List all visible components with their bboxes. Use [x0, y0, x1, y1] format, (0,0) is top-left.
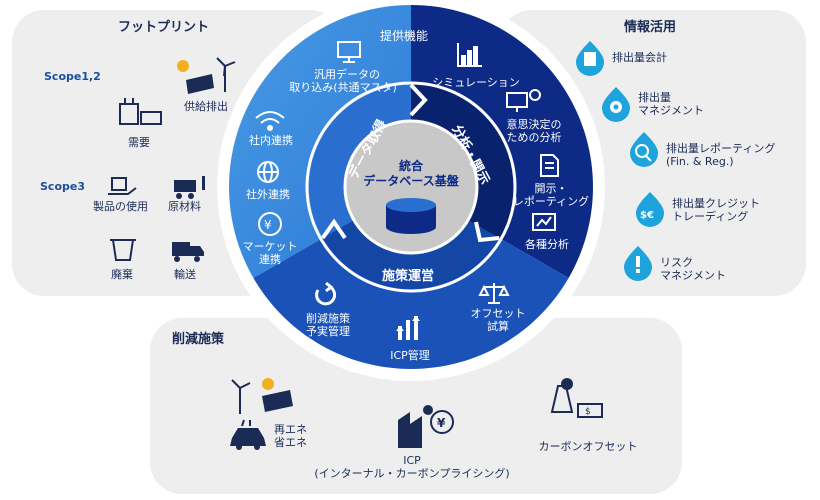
- ring-label-manage: 施策運営: [382, 268, 434, 284]
- icp-bars-icon: [396, 316, 420, 340]
- cycle-arrow-left: [321, 218, 347, 240]
- general-data-1: 汎用データの: [314, 68, 380, 81]
- center-label-1: 統合: [398, 159, 423, 173]
- wind-solar-icon: [231, 378, 293, 414]
- carbon-offset-label: カーボンオフセット: [538, 440, 638, 453]
- plant-money-icon: $: [550, 378, 603, 418]
- wind-turbine-icon: [216, 57, 236, 92]
- info-item-management-1: 排出量: [638, 91, 671, 104]
- trash-icon: [110, 239, 136, 261]
- ev-car-icon: [230, 419, 266, 450]
- gear-icon: [602, 87, 630, 122]
- market-link-1: マーケット: [242, 240, 298, 253]
- info-item-reporting-1: 排出量レポーティング: [666, 142, 776, 155]
- cycle-arrow-top: [409, 83, 428, 117]
- icp-manage-label: ICP管理: [390, 349, 430, 362]
- decision-label-2: ための分析: [506, 131, 562, 144]
- globe-icon: [257, 161, 279, 183]
- info-item-risk-2: マネジメント: [660, 269, 726, 282]
- currency-exchange-icon: $€: [636, 192, 664, 227]
- decision-label-1: 意思決定の: [506, 118, 562, 131]
- cart-icon: [174, 176, 205, 199]
- scope3-label: Scope3: [40, 180, 85, 193]
- truck-icon: [172, 242, 204, 262]
- disposal-label: 廃棄: [111, 268, 133, 281]
- info-item-credit-1: 排出量クレジット: [672, 197, 760, 210]
- center-label-2: データベース基盤: [363, 174, 459, 188]
- info-item-risk-1: リスク: [660, 256, 693, 269]
- factory-building-icon: [119, 98, 162, 125]
- document-icon: [540, 154, 559, 177]
- wheel-top-label: 提供機能: [380, 29, 429, 43]
- wifi-icon: [255, 111, 285, 131]
- info-item-management-2: マネジメント: [638, 104, 704, 117]
- offset-calc-1: オフセット: [470, 307, 526, 320]
- box-hand-icon: [108, 177, 137, 195]
- plan-label-1: 削減施策: [306, 312, 350, 325]
- info-item-credit-2: トレーディング: [672, 210, 749, 223]
- info-item-accounting: 排出量会計: [612, 51, 667, 64]
- factory-yen-icon: ¥: [398, 405, 454, 448]
- refresh-icon: [315, 281, 337, 306]
- footprint-title: フットプリント: [118, 20, 210, 35]
- magnifier-chart-icon: [630, 132, 658, 167]
- yen-cycle-icon: ¥: [258, 212, 282, 236]
- svg-text:$: $: [585, 407, 591, 417]
- transport-label: 輸送: [174, 268, 196, 281]
- info-item-reporting-2: (Fin. & Reg.): [666, 155, 734, 168]
- scale-icon: [478, 283, 510, 304]
- analysis-icon: [532, 213, 556, 231]
- reduction-panel: [150, 318, 682, 494]
- demand-label: 需要: [128, 136, 150, 149]
- external-link-label: 社外連携: [246, 188, 290, 201]
- renewable-label-2: 省エネ: [274, 436, 307, 449]
- internal-link-label: 社内連携: [249, 134, 293, 147]
- icp-label-2: (インターナル・カーボンプライシング): [314, 467, 510, 480]
- inner-ring-border: [305, 81, 517, 293]
- plan-label-2: 予実管理: [306, 325, 350, 338]
- simulation-label: シミュレーション: [432, 76, 520, 89]
- monitor-icon: [337, 41, 361, 63]
- cycle-arrow-right: [474, 221, 500, 243]
- svg-text:¥: ¥: [264, 218, 272, 232]
- offset-calc-2: 試算: [487, 320, 509, 333]
- info-title: 情報活用: [624, 20, 677, 35]
- analysis-label: 各種分析: [525, 238, 569, 251]
- supply-label: 供給排出: [184, 100, 228, 113]
- general-data-2: 取り込み(共通マスタ): [289, 81, 397, 94]
- market-link-2: 連携: [259, 253, 281, 266]
- reduction-title: 削減施策: [172, 332, 225, 347]
- svg-text:¥: ¥: [437, 416, 446, 430]
- raw-material-label: 原材料: [168, 200, 201, 213]
- disclosure-label-2: レポーティング: [512, 195, 590, 208]
- accounting-icon: [576, 41, 604, 76]
- chart-icon: [457, 43, 482, 67]
- database-icon: [386, 198, 436, 234]
- disclosure-label-1: 開示・: [534, 182, 568, 195]
- decision-icon: [506, 89, 541, 112]
- svg-text:$€: $€: [640, 210, 654, 221]
- scope12-label: Scope1,2: [44, 70, 101, 83]
- alert-icon: [624, 246, 652, 281]
- product-use-label: 製品の使用: [93, 200, 148, 213]
- solar-panel-icon: [177, 60, 214, 94]
- center-disc: [343, 119, 479, 255]
- renewable-label-1: 再エネ: [274, 423, 307, 436]
- icp-label-1: ICP: [403, 454, 421, 467]
